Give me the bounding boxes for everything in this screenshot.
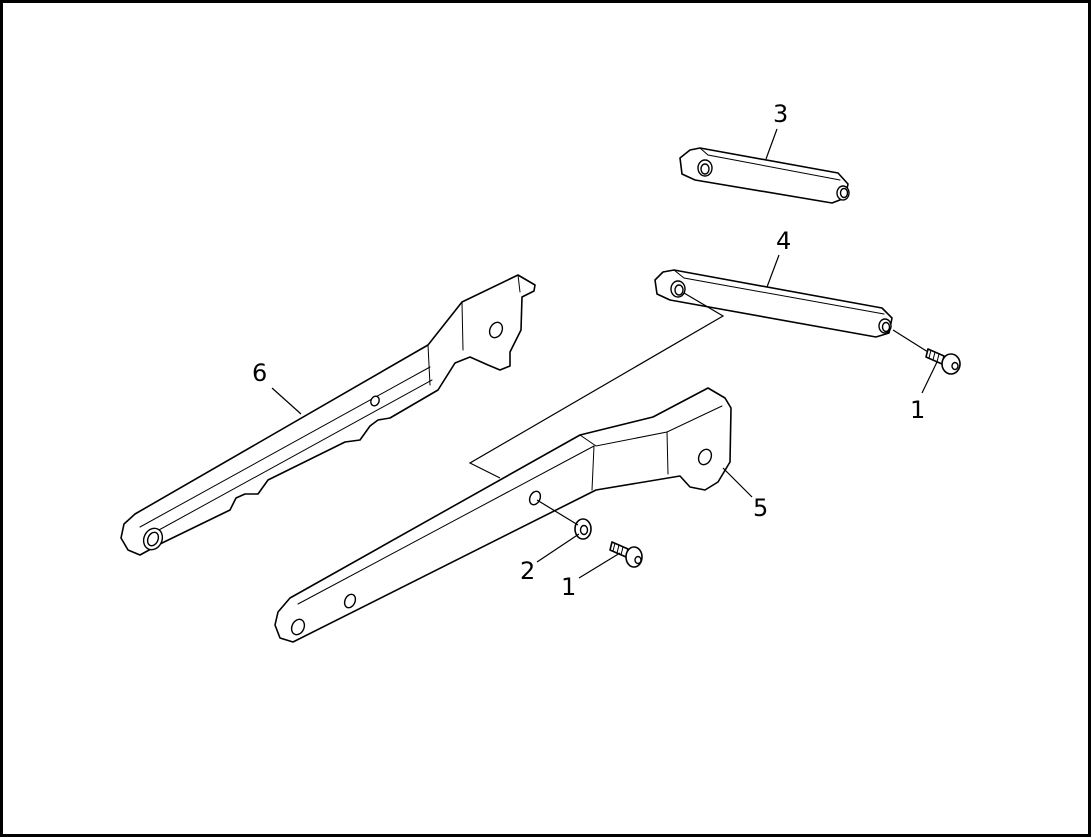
callout-3: 3 bbox=[773, 100, 788, 128]
washer-part-2 bbox=[574, 518, 592, 540]
callout-labels: 3 4 6 1 5 2 1 bbox=[252, 100, 925, 601]
bracket-right-part-5 bbox=[274, 387, 732, 643]
callout-5: 5 bbox=[753, 494, 768, 522]
standoff-rod-part-4 bbox=[654, 269, 893, 338]
callout-leaders bbox=[271, 128, 938, 579]
assembly-lines bbox=[468, 292, 929, 526]
standoff-rod-part-3 bbox=[679, 147, 850, 204]
callout-6: 6 bbox=[252, 359, 267, 387]
callout-2: 2 bbox=[520, 557, 535, 585]
bracket-left-part-6 bbox=[120, 274, 536, 556]
screw-part-1-upper bbox=[925, 348, 961, 375]
callout-1-lower: 1 bbox=[561, 573, 576, 601]
callout-4: 4 bbox=[776, 227, 791, 255]
screw-part-1-lower bbox=[609, 541, 643, 568]
callout-1-upper: 1 bbox=[910, 396, 925, 424]
